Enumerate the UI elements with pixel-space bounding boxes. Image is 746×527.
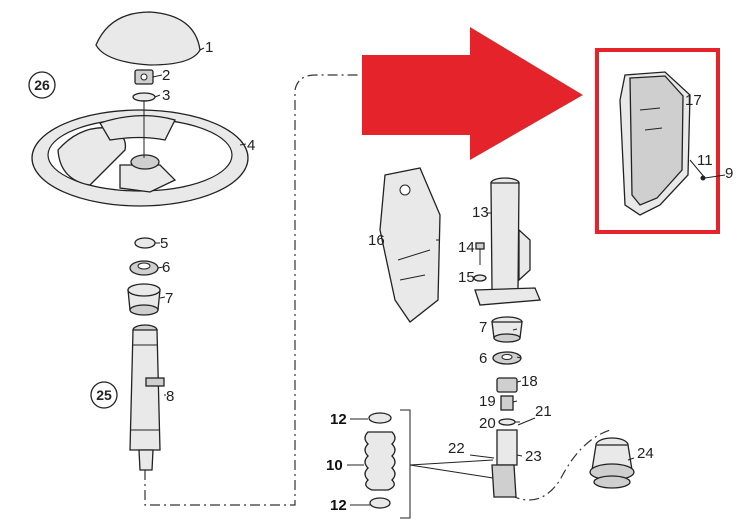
group-label-26: 26 — [34, 77, 50, 93]
part-label-12-top: 12 — [330, 411, 347, 428]
part-label-7: 7 — [165, 290, 173, 307]
part-label-24: 24 — [637, 445, 654, 462]
part-label-8: 8 — [166, 388, 174, 405]
lock-washer-part — [473, 274, 487, 282]
part-label-19: 19 — [479, 393, 496, 410]
part-label-6: 6 — [162, 259, 170, 276]
bushing-part — [127, 283, 161, 316]
column-bracket-part — [379, 167, 441, 323]
part-label-15: 15 — [458, 269, 475, 286]
nut-part — [134, 69, 154, 85]
lower-bearing-part — [492, 351, 522, 365]
lower-nut-part — [496, 377, 518, 393]
small-washer-part — [134, 237, 156, 249]
part-label-16: 16 — [368, 232, 385, 249]
highlight-arrow — [362, 27, 583, 160]
bellows-part — [364, 409, 494, 519]
bearing-part — [129, 260, 159, 276]
part-label-10: 10 — [326, 457, 343, 474]
column-tube-part — [474, 177, 541, 306]
bolt-part — [475, 242, 485, 265]
lower-bushing-part — [491, 316, 523, 343]
part-label-14: 14 — [458, 239, 475, 256]
horn-cap-part — [95, 11, 201, 66]
part-label-17: 17 — [685, 92, 702, 109]
steering-wheel-part — [31, 100, 249, 207]
highlight-box — [595, 48, 720, 234]
part-label-7b: 7 — [479, 319, 487, 336]
part-label-23: 23 — [525, 448, 542, 465]
part-label-4: 4 — [247, 137, 255, 154]
part-label-21: 21 — [535, 403, 552, 420]
part-label-6b: 6 — [479, 350, 487, 367]
part-label-1: 1 — [205, 39, 213, 56]
dashed-link-main — [144, 74, 360, 506]
part-label-18: 18 — [521, 373, 538, 390]
part-label-5: 5 — [160, 235, 168, 252]
part-label-9: 9 — [725, 165, 733, 182]
part-label-12-bottom: 12 — [330, 497, 347, 514]
spring-part — [500, 395, 514, 411]
dust-cap-part — [589, 437, 635, 489]
steering-shaft-part — [129, 324, 165, 471]
washer-part — [132, 92, 156, 102]
part-label-22: 22 — [448, 440, 465, 457]
part-label-20: 20 — [479, 415, 496, 432]
part-label-13: 13 — [472, 204, 489, 221]
part-label-3: 3 — [162, 87, 170, 104]
clip-part — [498, 418, 516, 426]
group-label-25: 25 — [96, 387, 112, 403]
part-label-11: 11 — [697, 152, 713, 169]
side-cover-part — [619, 71, 726, 216]
universal-joint-part — [469, 417, 536, 498]
part-label-2: 2 — [162, 67, 170, 84]
